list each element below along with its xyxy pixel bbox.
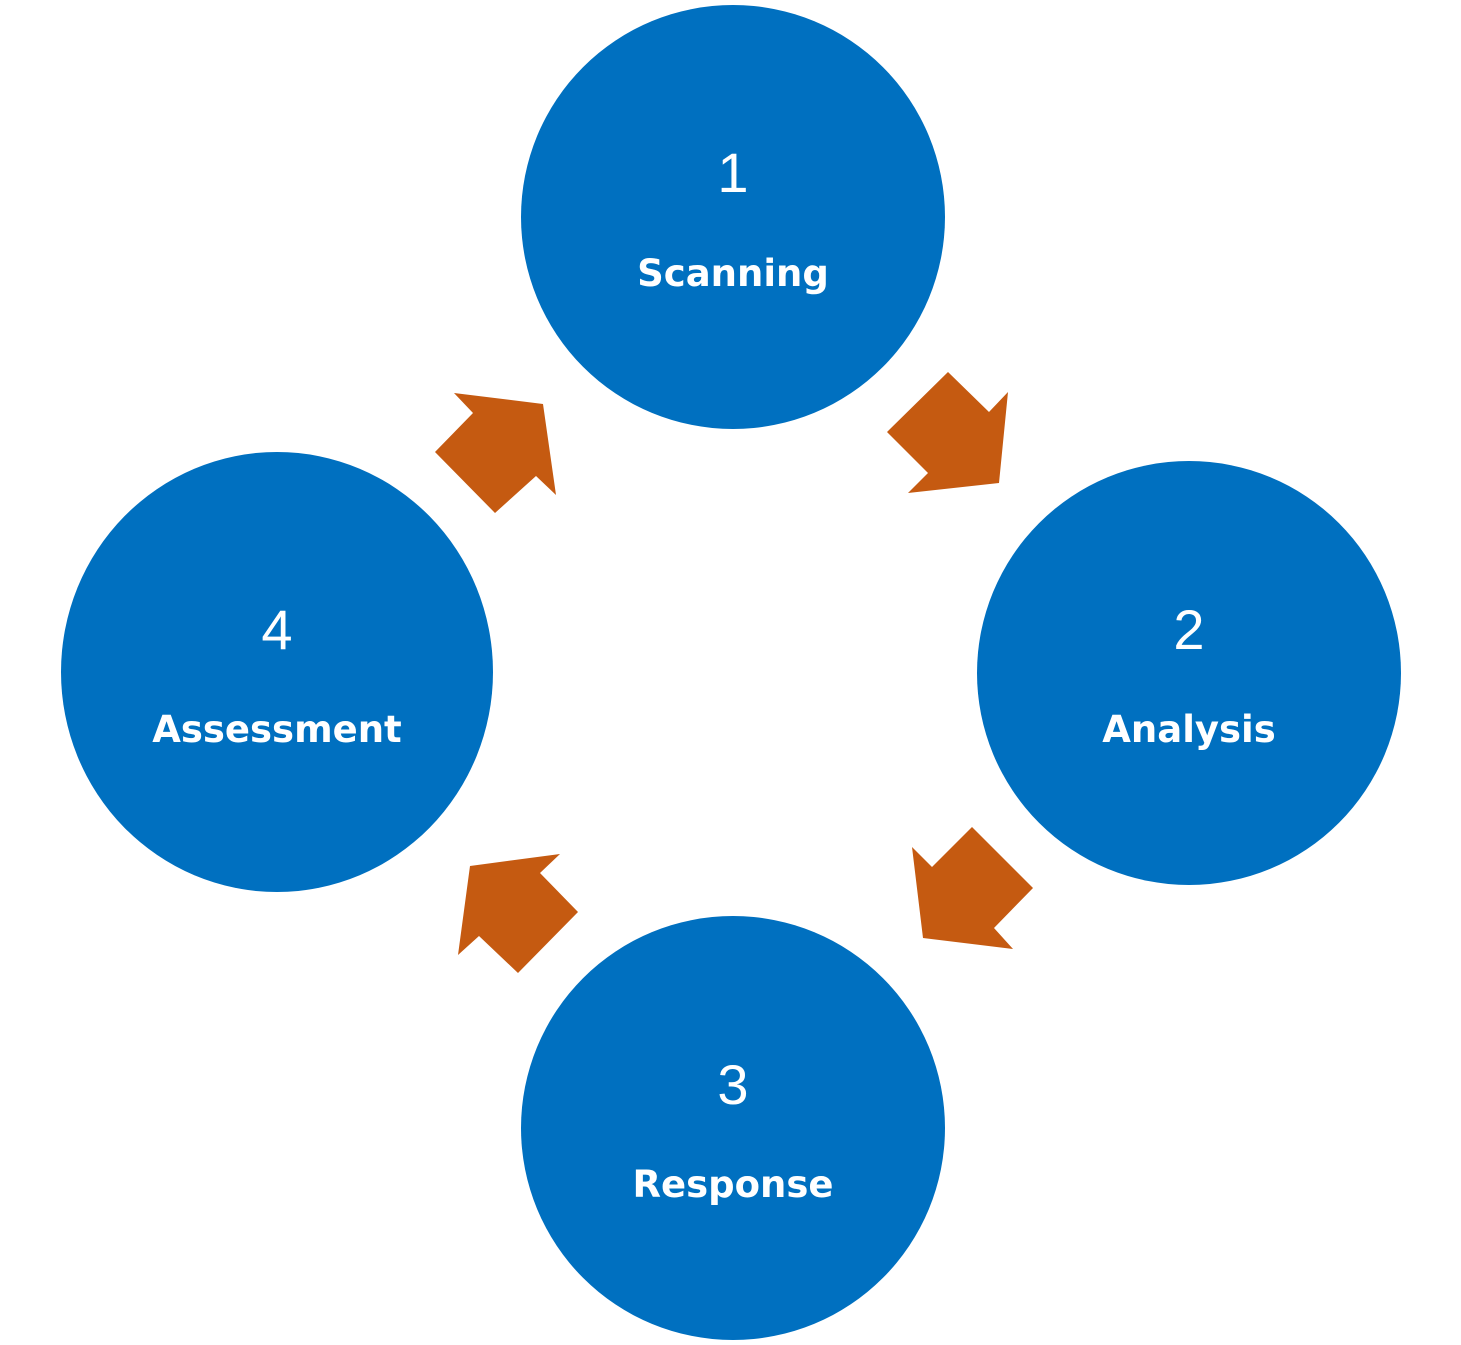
- step-2-label: Analysis: [1102, 708, 1275, 751]
- step-1-node: 1 Scanning: [521, 5, 945, 429]
- step-4-node: 4 Assessment: [61, 452, 493, 892]
- step-4-number: 4: [261, 598, 292, 661]
- step-3-label: Response: [633, 1163, 834, 1206]
- arrow-analysis-to-response: [912, 827, 1033, 949]
- step-4-label: Assessment: [152, 708, 402, 751]
- step-1-circle: [521, 5, 945, 429]
- step-3-node: 3 Response: [521, 916, 945, 1340]
- step-2-circle: [977, 461, 1401, 885]
- arrow-response-to-assessment: [458, 854, 578, 973]
- step-3-circle: [521, 916, 945, 1340]
- step-1-label: Scanning: [637, 252, 829, 295]
- arrow-assessment-to-scanning: [435, 393, 556, 513]
- step-2-number: 2: [1173, 598, 1204, 661]
- step-4-circle: [61, 452, 493, 892]
- arrow-scanning-to-analysis: [887, 372, 1008, 493]
- step-1-number: 1: [717, 141, 748, 204]
- step-2-node: 2 Analysis: [977, 461, 1401, 885]
- step-3-number: 3: [717, 1053, 748, 1116]
